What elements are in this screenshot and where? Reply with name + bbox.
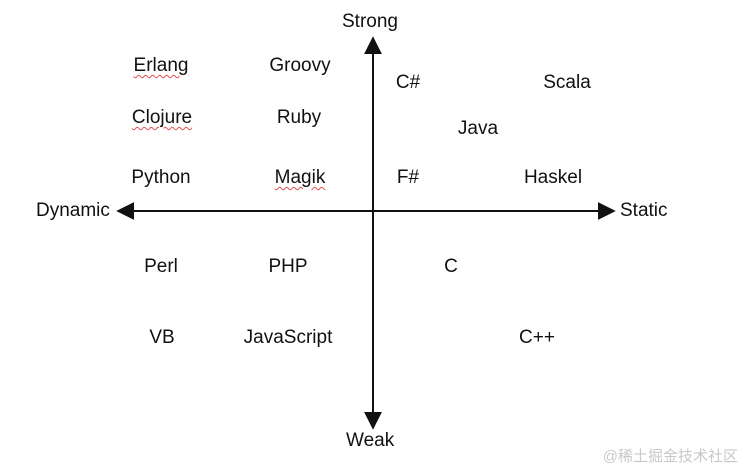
watermark-text: @稀土掘金技术社区 xyxy=(602,448,738,465)
language-scala: Scala xyxy=(543,72,591,93)
language-magik: Magik xyxy=(274,167,326,188)
language-javascript: JavaScript xyxy=(243,327,333,348)
language-clojure: Clojure xyxy=(131,107,193,128)
language-php: PHP xyxy=(268,256,308,277)
language-cpp: C++ xyxy=(519,327,555,348)
axis-label-strong: Strong xyxy=(342,11,398,32)
axis-label-weak: Weak xyxy=(346,430,395,451)
language-ruby: Ruby xyxy=(276,107,322,128)
language-perl: Perl xyxy=(144,256,178,277)
language-groovy: Groovy xyxy=(269,55,331,76)
language-c: C xyxy=(444,256,458,277)
language-fsharp: F# xyxy=(396,167,420,188)
language-erlang: Erlang xyxy=(133,55,189,76)
axis-label-dynamic: Dynamic xyxy=(36,200,110,221)
language-haskel: Haskel xyxy=(523,167,583,188)
axis-label-static: Static xyxy=(620,200,668,221)
language-csharp: C# xyxy=(395,72,421,93)
language-python: Python xyxy=(131,167,191,188)
language-java: Java xyxy=(457,118,499,139)
language-vb: VB xyxy=(149,327,175,348)
